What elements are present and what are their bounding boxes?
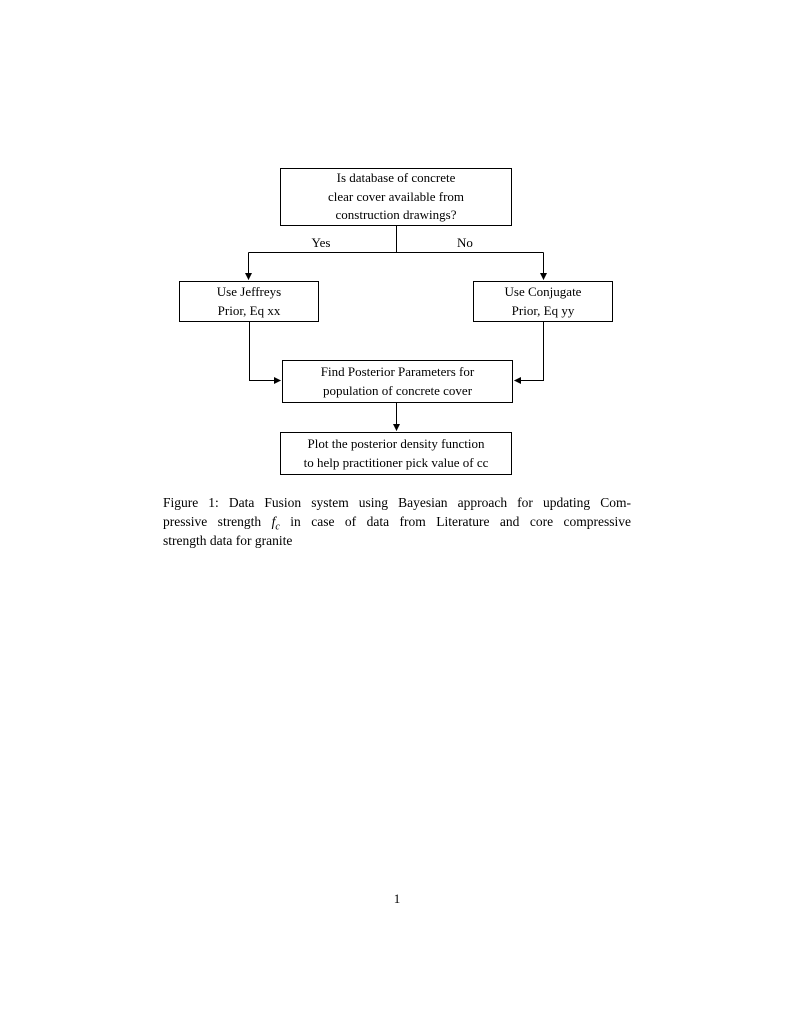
flowchart-node-conjugate-prior: Use Conjugate Prior, Eq yy: [473, 281, 613, 322]
connector-conjugate-to-posterior: [514, 322, 544, 384]
page-number: 1: [393, 891, 401, 906]
edge-label-no: No: [457, 235, 473, 250]
flowchart-node-jeffreys-prior: Use Jeffreys Prior, Eq xx: [179, 281, 319, 322]
connector-jeffreys-to-posterior: [249, 322, 281, 384]
edge-label-yes: Yes: [311, 235, 331, 250]
caption-line-2-after: in case of data from Literature and core…: [279, 514, 632, 529]
caption-line-3: strength data for granite: [163, 533, 293, 548]
flowchart-node-posterior-parameters: Find Posterior Parameters for population…: [282, 360, 513, 403]
caption-line-2-before: pressive strength: [163, 514, 272, 529]
flowchart-node-decision: Is database of concrete clear cover avai…: [280, 168, 512, 226]
caption-line-1: Figure 1: Data Fusion system using Bayes…: [163, 495, 631, 510]
figure-caption: Figure 1: Data Fusion system using Bayes…: [163, 493, 631, 550]
math-symbol-fc: fc: [271, 514, 280, 532]
math-fc-subscript: c: [275, 521, 280, 533]
caption-line-2: pressive strength fc in case of data fro…: [163, 512, 632, 532]
flowchart-node-plot-density: Plot the posterior density function to h…: [280, 432, 512, 475]
math-fc-base: f: [271, 514, 276, 529]
